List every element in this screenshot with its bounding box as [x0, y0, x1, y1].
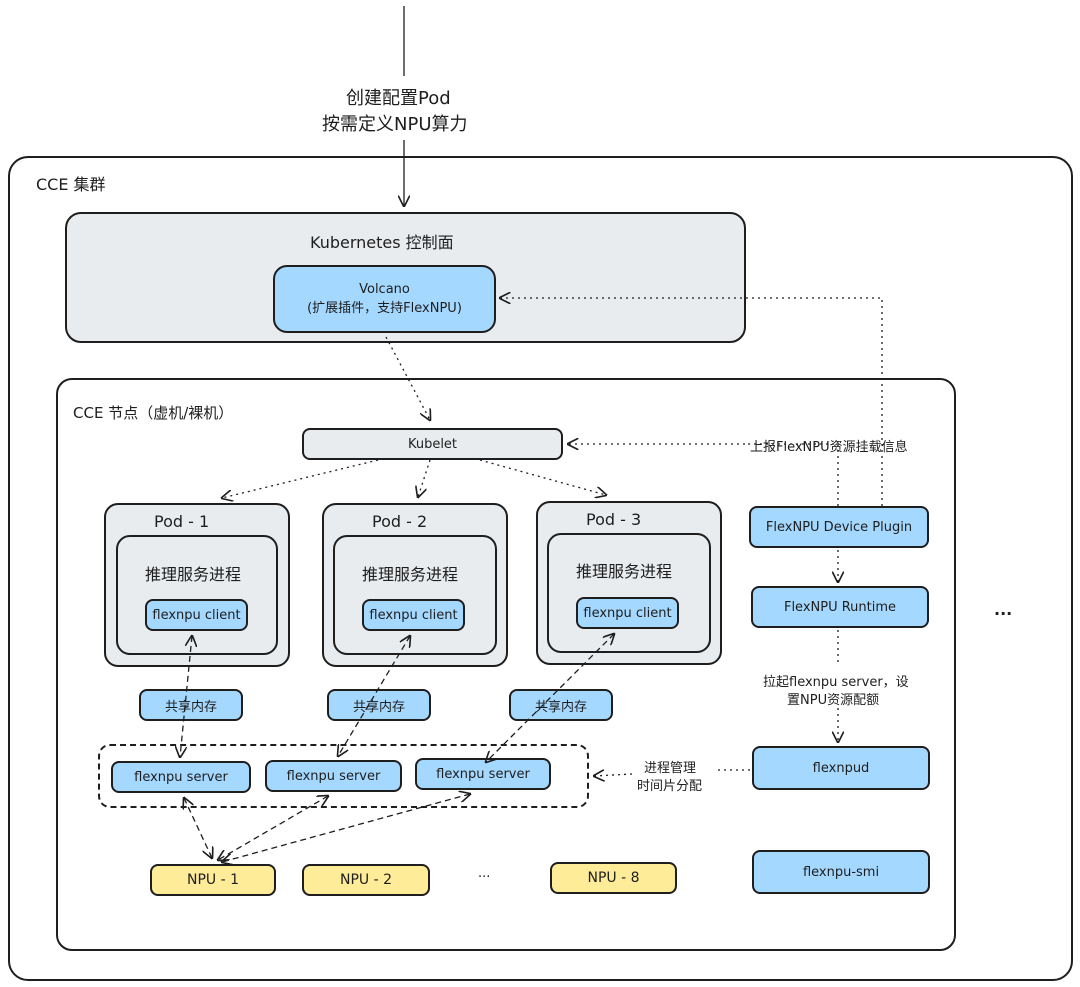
flexnpud[interactable]: flexnpud — [752, 746, 930, 790]
flexnpu-runtime[interactable]: FlexNPU Runtime — [751, 586, 929, 628]
pod-3-process: 推理服务进程 — [576, 562, 673, 581]
pod-2-title: Pod - 2 — [372, 512, 428, 531]
pod-1-title: Pod - 1 — [154, 512, 210, 531]
more-nodes-ellipsis: ··· — [994, 604, 1013, 623]
shared-memory-2[interactable]: 共享内存 — [327, 689, 431, 721]
create-pod-label: 创建配置Pod — [346, 88, 451, 109]
flexnpu-server-2[interactable]: flexnpu server — [265, 760, 402, 792]
pod-2-flexnpu-client[interactable]: flexnpu client — [362, 599, 465, 631]
cce-cluster-container — [8, 156, 1073, 981]
pod-2-process: 推理服务进程 — [362, 565, 459, 584]
flexnpu-server-3[interactable]: flexnpu server — [415, 758, 551, 790]
npu-ellipsis: ··· — [478, 870, 491, 885]
npu-2[interactable]: NPU - 2 — [302, 864, 430, 896]
launch-label-line1: 拉起flexnpu server，设 — [763, 675, 909, 690]
pod-2-process-box — [333, 535, 497, 655]
shared-memory-3[interactable]: 共享内存 — [509, 689, 613, 721]
npu-8[interactable]: NPU - 8 — [550, 862, 677, 894]
npu-1[interactable]: NPU - 1 — [150, 864, 276, 896]
launch-label-line2: 置NPU资源配额 — [787, 693, 880, 708]
pod-1-process-box — [116, 535, 278, 655]
flexnpu-device-plugin[interactable]: FlexNPU Device Plugin — [749, 506, 929, 548]
pod-1-process: 推理服务进程 — [145, 565, 242, 584]
npu-compute-label: 按需定义NPU算力 — [322, 114, 468, 135]
flexnpu-smi[interactable]: flexnpu-smi — [752, 850, 930, 894]
cluster-title: CCE 集群 — [36, 175, 106, 194]
pod-3-title: Pod - 3 — [586, 510, 642, 529]
flexnpu-server-1[interactable]: flexnpu server — [111, 761, 251, 793]
pod-3-flexnpu-client[interactable]: flexnpu client — [576, 597, 679, 629]
volcano-desc: (扩展插件，支持FlexNPU) — [307, 301, 462, 316]
volcano-box[interactable]: Volcano (扩展插件，支持FlexNPU) — [273, 265, 496, 333]
pod-3-process-box — [547, 533, 711, 653]
k8s-title: Kubernetes 控制面 — [310, 233, 454, 252]
manage-label-line2: 时间片分配 — [637, 779, 703, 794]
pod-1-flexnpu-client[interactable]: flexnpu client — [145, 599, 248, 631]
shared-memory-1[interactable]: 共享内存 — [139, 689, 243, 721]
volcano-name: Volcano — [359, 282, 410, 297]
report-label: 上报FlexNPU资源挂载信息 — [750, 440, 908, 455]
kubelet-box[interactable]: Kubelet — [302, 428, 563, 460]
manage-label-line1: 进程管理 — [644, 761, 697, 776]
node-title: CCE 节点（虚机/裸机） — [73, 404, 234, 422]
